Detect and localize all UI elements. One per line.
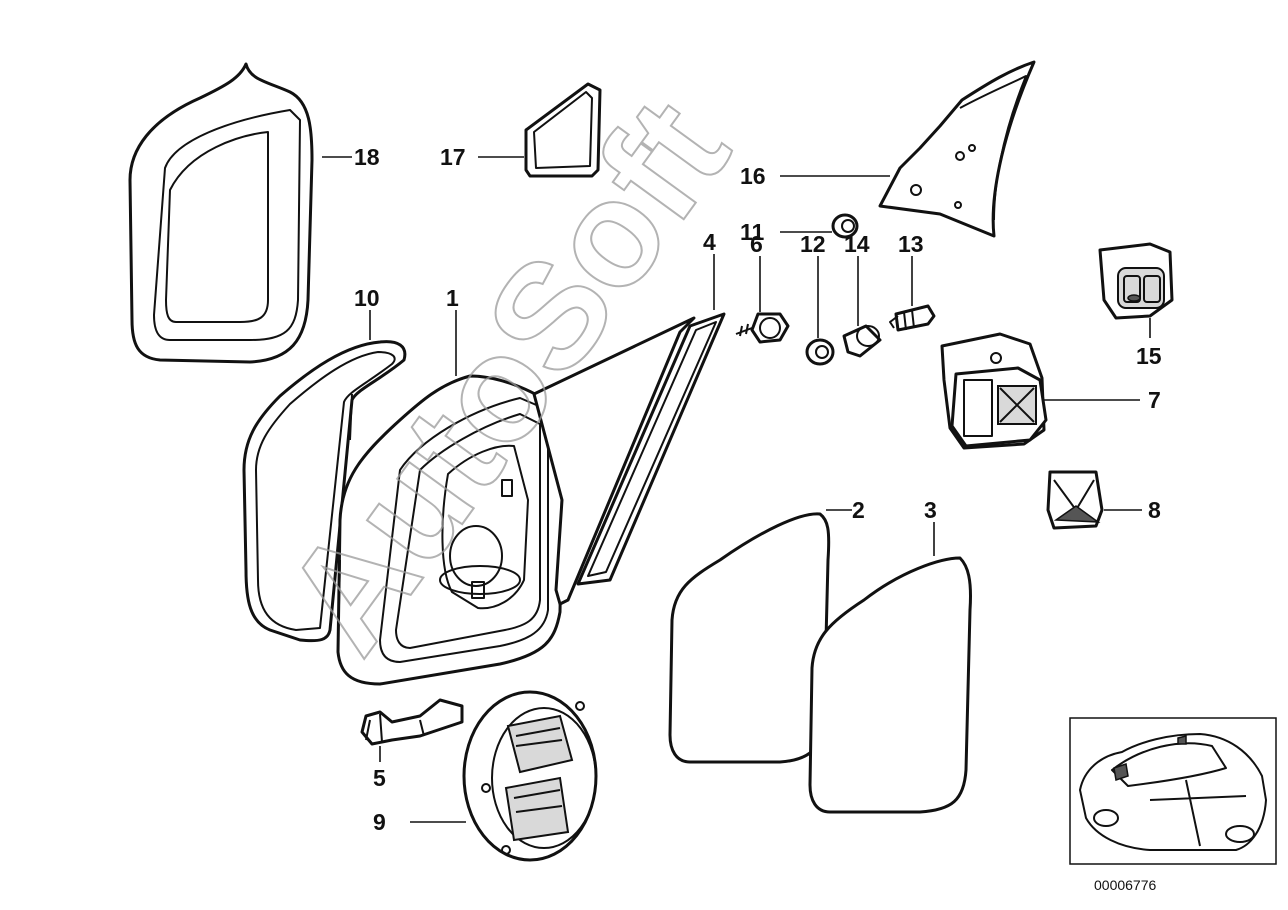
callout-5: 5 (373, 765, 386, 791)
part-18-mirror-cover (128, 62, 314, 364)
part-13-bolt (889, 304, 936, 332)
part-10-seal (242, 340, 407, 643)
callout-16: 16 (740, 163, 766, 189)
callout-13: 13 (898, 231, 924, 257)
callout-3: 3 (924, 497, 937, 523)
part-1-triangle-base (532, 316, 696, 606)
callout-2: 2 (852, 497, 865, 523)
part-3-mirror-glass-heated (808, 556, 972, 814)
callout-4: 4 (703, 229, 716, 255)
part-9-adjuster-motor (462, 690, 598, 862)
part-7-switch-housing (940, 332, 1048, 450)
part-12-nut (805, 338, 835, 366)
callout-17: 17 (440, 144, 466, 170)
callout-8: 8 (1148, 497, 1161, 523)
part-17-glass-pad (524, 82, 602, 178)
part-8-switch-cap (1046, 470, 1104, 530)
callout-7: 7 (1148, 387, 1161, 413)
callout-15: 15 (1136, 343, 1162, 369)
part-15-switch (1098, 242, 1174, 320)
callout-9: 9 (373, 809, 386, 835)
part-2-mirror-glass (668, 512, 831, 764)
part-5-clip-bracket (360, 698, 464, 746)
callout-10: 10 (354, 285, 380, 311)
callout-6: 6 (750, 231, 763, 257)
callout-1: 1 (446, 285, 459, 311)
callout-11: 11 (740, 219, 765, 245)
part-14-bushing (842, 324, 882, 358)
part-16-triangle-cover (878, 60, 1036, 238)
diagram-reference-number: 00006776 (1094, 877, 1157, 893)
part-11-clip (831, 213, 859, 239)
part-6-screw (735, 312, 790, 344)
callout-12: 12 (800, 231, 826, 257)
callout-14: 14 (844, 231, 870, 257)
part-4-gasket (576, 312, 726, 586)
vehicle-location-inset (1069, 717, 1277, 865)
callout-18: 18 (354, 144, 380, 170)
